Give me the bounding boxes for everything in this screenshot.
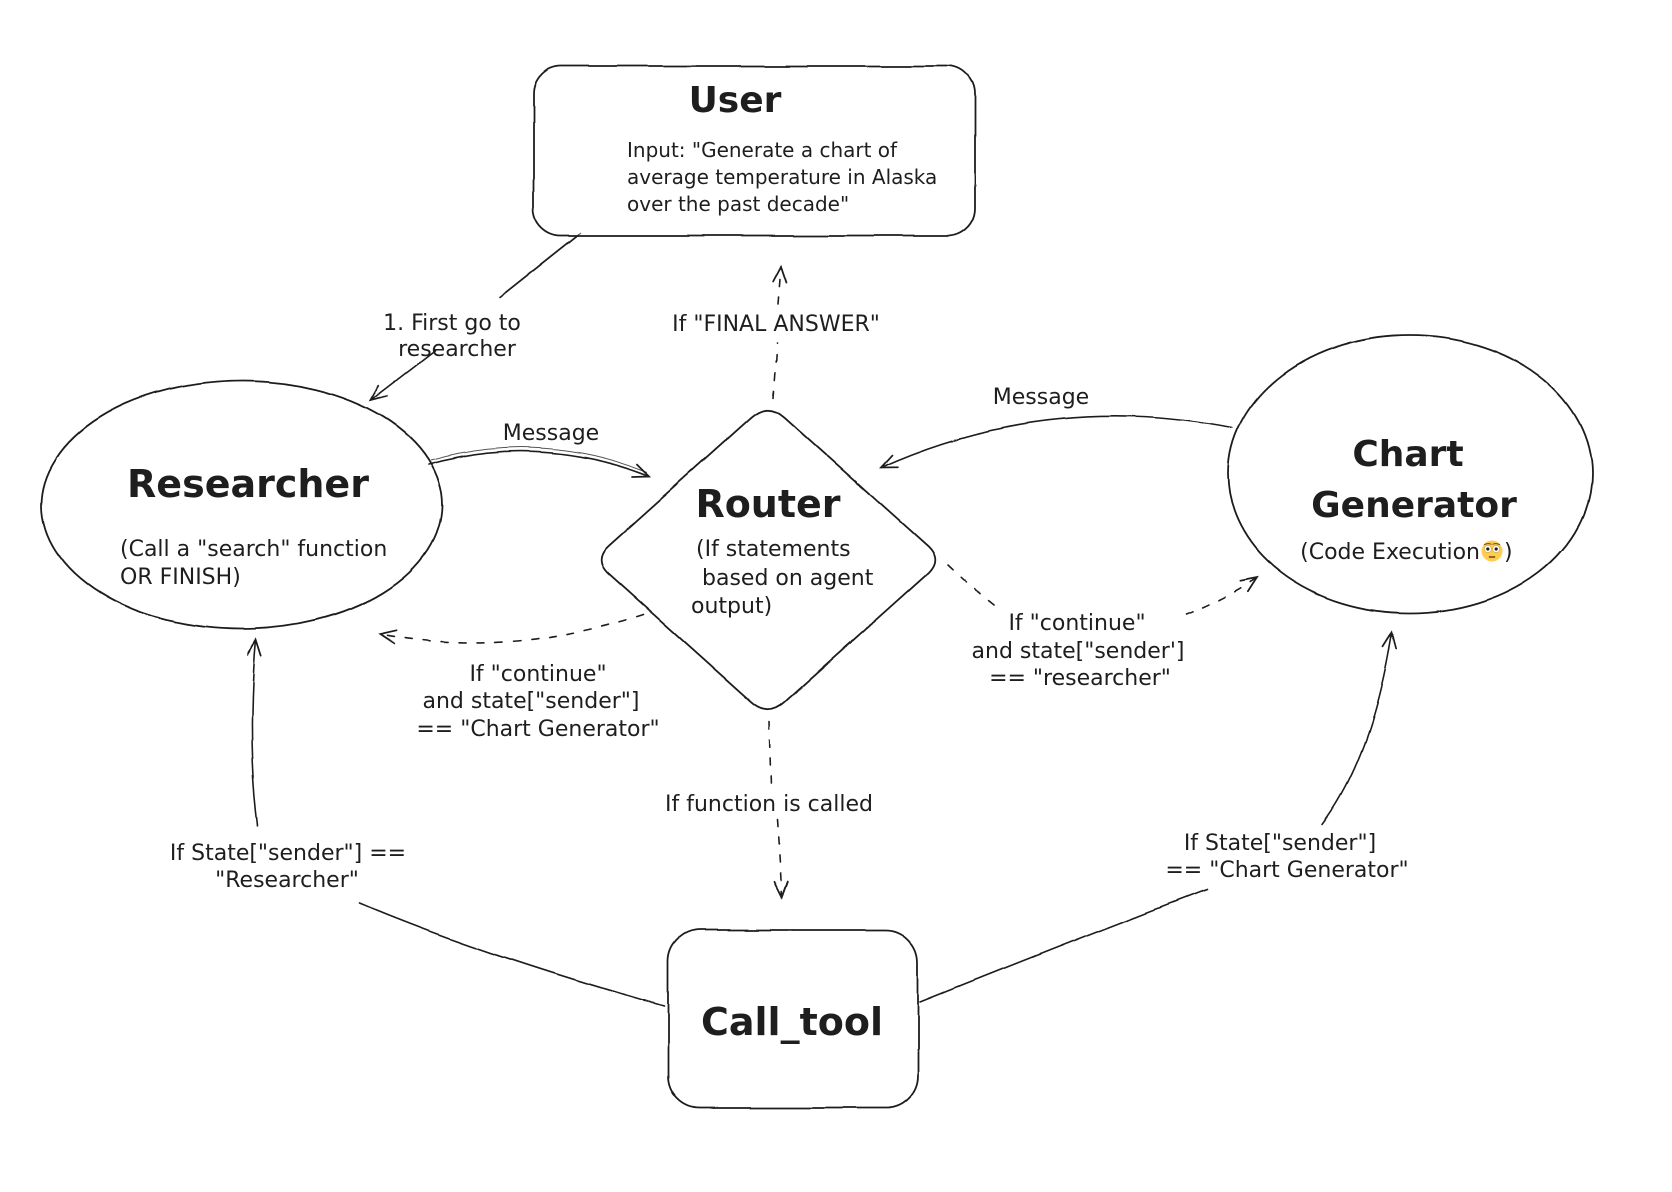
- label-continue-researcher-line-1: If "continue": [1008, 611, 1145, 636]
- router-subtext-line-1: (If statements: [696, 537, 851, 562]
- call-tool-node-box: [667, 929, 919, 1109]
- edge-router-to-user-a: [772, 343, 778, 399]
- chart-generator-node-ellipse: [1227, 334, 1593, 614]
- label-if-function-is-called: If function is called: [665, 792, 873, 817]
- label-message-left: Message: [503, 421, 599, 446]
- chart-generator-title-line-2: Generator: [1311, 485, 1517, 526]
- researcher-node-title: Researcher: [127, 462, 369, 506]
- edge-call-tool-to-researcher-b: [252, 640, 258, 827]
- edge-researcher-to-router: [427, 450, 650, 476]
- researcher-subtext-line-2: OR FINISH): [120, 565, 241, 590]
- chart-generator-subtitle-prefix: (Code Execution: [1300, 540, 1480, 565]
- label-state-chart-generator-line-1: If State["sender"]: [1184, 831, 1376, 856]
- label-continue-researcher-line-2: and state["sender']: [972, 639, 1185, 664]
- researcher-subtext-line-1: (Call a "search" function: [120, 537, 387, 562]
- label-continue-chart-generator-line-2: and state["sender"]: [422, 689, 639, 714]
- call-tool-node-title: Call_tool: [701, 1000, 883, 1044]
- label-first-go-to-line-2: researcher: [398, 337, 517, 362]
- user-node-box: [532, 65, 976, 237]
- edge-user-to-researcher-b: [371, 349, 437, 400]
- chart-generator-title-line-1: Chart: [1352, 434, 1463, 475]
- edge-call-tool-to-chart-generator-a: [919, 889, 1207, 1003]
- label-continue-researcher-line-3: == "researcher": [989, 666, 1171, 691]
- researcher-node-ellipse: [41, 380, 443, 630]
- label-final-answer: If "FINAL ANSWER": [672, 312, 880, 337]
- edge-call-tool-to-researcher-a: [359, 902, 665, 1007]
- label-continue-chart-generator-line-3: == "Chart Generator": [416, 717, 659, 742]
- edge-chart-generator-to-router: [881, 415, 1233, 467]
- edge-router-to-call-tool-b: [777, 819, 782, 898]
- edge-router-to-chart-generator-a: [947, 564, 999, 609]
- router-subtext-line-3: output): [691, 594, 772, 619]
- router-node-diamond: [600, 409, 936, 711]
- label-first-go-to-line-1: 1. First go to: [383, 311, 521, 336]
- label-state-researcher-line-2: "Researcher": [215, 868, 359, 893]
- label-message-right: Message: [993, 385, 1089, 410]
- edge-router-to-user-b: [779, 266, 782, 305]
- router-subtext-line-2: based on agent: [702, 566, 874, 591]
- edge-user-to-researcher-a-sketch: [502, 232, 582, 296]
- edge-call-tool-to-chart-generator-b: [1321, 632, 1392, 825]
- user-input-line-2: average temperature in Alaska: [627, 165, 937, 189]
- user-node-title: User: [689, 80, 782, 121]
- edge-router-to-researcher: [380, 613, 644, 642]
- chart-generator-subtitle-suffix: ): [1504, 540, 1513, 565]
- edge-router-to-call-tool-a: [769, 721, 773, 787]
- label-state-researcher-line-1: If State["sender"] ==: [170, 841, 406, 866]
- label-state-chart-generator-line-2: == "Chart Generator": [1165, 858, 1408, 883]
- user-input-line-1: Input: "Generate a chart of: [627, 138, 898, 162]
- user-input-line-3: over the past decade": [627, 192, 849, 216]
- router-node-title: Router: [695, 482, 840, 526]
- flushed-face-emoji-icon: [1481, 540, 1503, 562]
- edge-researcher-to-router-sketch: [429, 446, 649, 473]
- label-continue-chart-generator-line-1: If "continue": [469, 662, 606, 687]
- edge-router-to-chart-generator-b: [1185, 577, 1257, 615]
